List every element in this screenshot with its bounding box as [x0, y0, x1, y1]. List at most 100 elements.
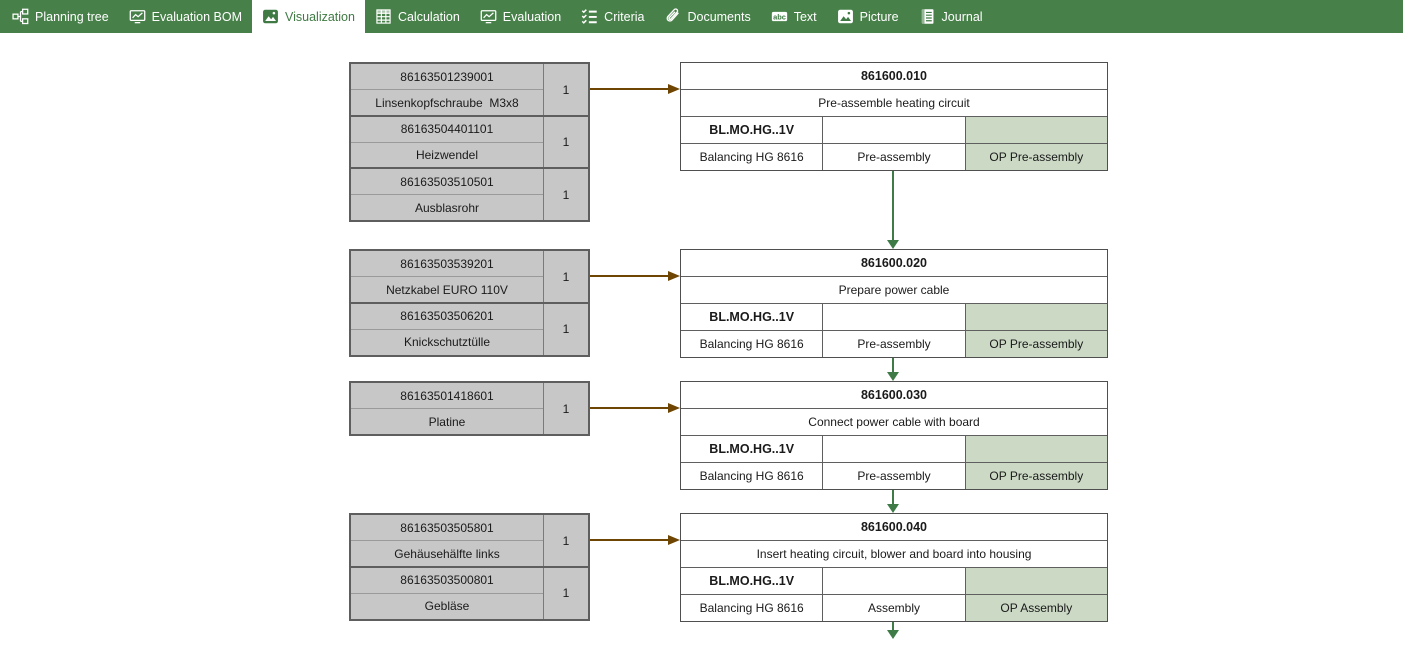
operation-type-cell: OP Pre-assembly — [964, 144, 1107, 170]
text-icon: abc — [771, 8, 788, 25]
operation-type-cell: OP Assembly — [964, 595, 1107, 621]
tab-evaluation-bom[interactable]: Evaluation BOM — [119, 0, 252, 33]
material-name: Heizwendel — [415, 148, 479, 162]
operation-box[interactable]: 861600.020 Prepare power cable BL.MO.HG.… — [680, 249, 1108, 358]
operation-id: 861600.040 — [860, 520, 928, 534]
flow-arrow — [892, 622, 894, 631]
svg-text:abc: abc — [773, 12, 786, 21]
material-arrow — [590, 88, 669, 90]
flow-arrow-head — [887, 240, 899, 249]
empty-cell — [822, 117, 964, 143]
material-name: Knickschutztülle — [403, 335, 491, 349]
operation-type-cell: OP Pre-assembly — [964, 463, 1107, 489]
tab-evaluation[interactable]: Evaluation — [470, 0, 571, 33]
material-arrow-head — [668, 403, 680, 413]
tab-visualization[interactable]: Visualization — [252, 0, 365, 33]
material-name: Platine — [428, 414, 466, 429]
process-visualization-canvas: 86163501239001 Linsenkopfschraube M3x8 1… — [0, 33, 1403, 645]
material-box[interactable]: 86163503500801 Gebläse 1 — [349, 565, 590, 621]
material-quantity: 1 — [562, 401, 570, 416]
material-main-cell: 86163503506201 Knickschutztülle — [351, 303, 544, 355]
material-name: Linsenkopfschraube M3x8 — [375, 95, 519, 110]
material-box[interactable]: 86163503539201 Netzkabel EURO 110V 1 — [349, 249, 590, 304]
operation-id: 861600.010 — [860, 69, 928, 83]
journal-icon — [919, 8, 936, 25]
operation-box[interactable]: 861600.010 Pre-assemble heating circuit … — [680, 62, 1108, 171]
material-box[interactable]: 86163503510501 Ausblasrohr 1 — [349, 167, 590, 222]
operation-description-row: Insert heating circuit, blower and board… — [681, 540, 1107, 567]
material-number: 86163503539201 — [351, 251, 543, 277]
tab-documents[interactable]: Documents — [654, 0, 760, 33]
operation-description-row: Pre-assemble heating circuit — [681, 89, 1107, 116]
material-quantity: 1 — [562, 82, 570, 97]
empty-highlight-cell — [964, 436, 1107, 462]
tab-picture[interactable]: Picture — [827, 0, 909, 33]
material-quantity: 1 — [562, 586, 570, 600]
material-number: 86163501418601 — [351, 383, 543, 409]
work-center-row: BL.MO.HG..1V — [681, 303, 1107, 330]
operation-description: Insert heating circuit, blower and board… — [756, 547, 1032, 561]
material-number: 86163503506201 — [351, 304, 543, 330]
material-box[interactable]: 86163501418601 Platine 1 — [349, 381, 590, 436]
material-name: Ausblasrohr — [414, 200, 480, 215]
empty-highlight-cell — [964, 117, 1107, 143]
empty-cell — [822, 304, 964, 330]
material-arrow — [590, 407, 669, 409]
evaluation-icon — [480, 8, 497, 25]
flow-arrow — [892, 171, 894, 241]
empty-cell — [822, 568, 964, 594]
material-arrow-head — [668, 271, 680, 281]
material-quantity: 1 — [562, 135, 570, 149]
tab-journal[interactable]: Journal — [909, 0, 993, 33]
operation-description-row: Connect power cable with board — [681, 408, 1107, 435]
work-center-cell: BL.MO.HG..1V — [709, 574, 795, 588]
material-box[interactable]: 86163503505801 Gehäusehälfte links 1 — [349, 513, 590, 568]
operation-id-row: 861600.040 — [681, 514, 1107, 540]
operation-id: 861600.030 — [860, 388, 928, 402]
process-cell: Pre-assembly — [822, 144, 964, 170]
work-center-cell: BL.MO.HG..1V — [709, 310, 795, 324]
department-cell: Balancing HG 8616 — [699, 601, 804, 615]
material-number: 86163504401101 — [351, 117, 543, 143]
work-center-cell: BL.MO.HG..1V — [709, 123, 795, 137]
process-cell: Pre-assembly — [822, 463, 964, 489]
material-main-cell: 86163503510501 Ausblasrohr — [351, 169, 544, 220]
department-cell: Balancing HG 8616 — [699, 337, 804, 351]
criteria-icon — [581, 8, 598, 25]
empty-cell — [822, 436, 964, 462]
planning-tree-icon — [12, 8, 29, 25]
material-arrow — [590, 275, 669, 277]
operation-id-row: 861600.020 — [681, 250, 1107, 276]
work-center-row: BL.MO.HG..1V — [681, 567, 1107, 594]
operation-box[interactable]: 861600.030 Connect power cable with boar… — [680, 381, 1108, 490]
assignment-row: Balancing HG 8616 Assembly OP Assembly — [681, 594, 1107, 621]
material-name: Netzkabel EURO 110V — [386, 282, 508, 297]
tab-planning-tree[interactable]: Planning tree — [2, 0, 119, 33]
material-box[interactable]: 86163501239001 Linsenkopfschraube M3x8 1 — [349, 62, 590, 117]
tab-calculation[interactable]: Calculation — [365, 0, 470, 33]
process-cell: Assembly — [822, 595, 964, 621]
tab-text[interactable]: abc Text — [761, 0, 827, 33]
flow-arrow — [892, 490, 894, 505]
material-main-cell: 86163503539201 Netzkabel EURO 110V — [351, 251, 544, 302]
visualization-icon — [262, 8, 279, 25]
material-name: Gehäusehälfte links — [394, 546, 500, 561]
material-arrow-head — [668, 535, 680, 545]
material-box[interactable]: 86163503506201 Knickschutztülle 1 — [349, 301, 590, 357]
material-main-cell: 86163501418601 Platine — [351, 383, 544, 434]
assignment-row: Balancing HG 8616 Pre-assembly OP Pre-as… — [681, 330, 1107, 357]
operation-description: Connect power cable with board — [808, 415, 980, 429]
material-box[interactable]: 86163504401101 Heizwendel 1 — [349, 114, 590, 170]
material-number: 86163503500801 — [351, 568, 543, 594]
operation-box[interactable]: 861600.040 Insert heating circuit, blowe… — [680, 513, 1108, 622]
material-main-cell: 86163503505801 Gehäusehälfte links — [351, 515, 544, 566]
material-quantity: 1 — [562, 269, 570, 284]
material-arrow-head — [668, 84, 680, 94]
operation-type-cell: OP Pre-assembly — [964, 331, 1107, 357]
assignment-row: Balancing HG 8616 Pre-assembly OP Pre-as… — [681, 143, 1107, 170]
material-number: 86163503505801 — [351, 515, 543, 541]
assignment-row: Balancing HG 8616 Pre-assembly OP Pre-as… — [681, 462, 1107, 489]
department-cell: Balancing HG 8616 — [699, 150, 804, 164]
material-number: 86163503510501 — [351, 169, 543, 195]
tab-criteria[interactable]: Criteria — [571, 0, 654, 33]
